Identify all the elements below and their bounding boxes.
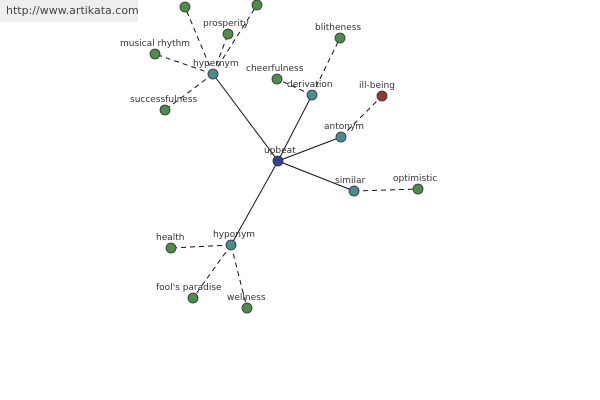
edge-relation-to-term [276, 78, 313, 96]
graph-nodes: upbeat hypernym derivation antonym similar hy… [120, 0, 437, 314]
edge-relation-to-term [154, 53, 214, 75]
term-node-label: blitheness [315, 23, 361, 33]
relation-node-dot[interactable] [348, 185, 360, 197]
term-node-dot[interactable] [251, 0, 263, 11]
term-node-dot[interactable] [179, 1, 191, 13]
term-node[interactable]: fool's paradise [156, 283, 222, 304]
edge-relation-to-term [170, 244, 232, 249]
term-node[interactable]: successfulness [130, 95, 198, 116]
edge-center-to-hyponym [230, 160, 279, 246]
term-node-dot[interactable] [241, 302, 253, 314]
term-node-dot[interactable] [412, 183, 424, 195]
center-node[interactable]: upbeat [264, 146, 296, 167]
term-node-dot[interactable] [271, 73, 283, 85]
term-node[interactable]: prosperity [203, 19, 249, 40]
watermark-link[interactable]: http://www.artikata.com [0, 0, 139, 22]
relation-node[interactable]: similar [335, 176, 365, 197]
term-node[interactable]: ill-being [359, 81, 395, 102]
term-node[interactable]: cheerfulness [246, 64, 304, 85]
term-node-dot[interactable] [187, 292, 199, 304]
edge-relation-to-term [184, 6, 214, 75]
term-node[interactable]: musical rhythm [120, 39, 190, 60]
term-node-label: optimistic [393, 174, 437, 184]
term-node[interactable] [179, 1, 191, 13]
term-node-label: wellness [227, 293, 266, 303]
term-node-label: musical rhythm [120, 39, 190, 49]
relation-node[interactable]: antonym [324, 122, 364, 143]
edge-relation-to-term [311, 37, 341, 96]
term-node-label: prosperity [203, 19, 249, 29]
relation-node-label: antonym [324, 122, 364, 132]
relation-node[interactable]: derivation [287, 80, 333, 101]
term-node[interactable]: blitheness [315, 23, 361, 44]
graph-edges [154, 4, 419, 309]
relation-node-label: hyponym [213, 230, 255, 240]
edge-relation-to-term [230, 244, 248, 309]
edge-relation-to-term [164, 73, 214, 111]
center-node-dot[interactable] [272, 155, 284, 167]
edge-center-to-derivation [277, 94, 313, 162]
center-node-label: upbeat [264, 146, 296, 156]
relation-node-dot[interactable] [306, 89, 318, 101]
term-node-dot[interactable] [159, 104, 171, 116]
term-node[interactable]: health [156, 233, 185, 254]
term-node-label: health [156, 233, 185, 243]
edge-center-to-similar [277, 160, 355, 192]
term-node[interactable] [251, 0, 263, 11]
edge-center-to-hypernym [212, 73, 279, 162]
term-node[interactable]: wellness [227, 293, 266, 314]
term-node-dot[interactable] [334, 32, 346, 44]
relation-node-dot[interactable] [335, 131, 347, 143]
relation-node[interactable]: hyponym [213, 230, 255, 251]
term-node-label: successfulness [130, 95, 198, 105]
edge-relation-to-term [340, 95, 383, 138]
relation-node[interactable]: hypernym [193, 59, 239, 80]
edge-relation-to-term [212, 33, 229, 75]
edge-relation-to-term [212, 4, 258, 75]
edge-relation-to-term [192, 244, 232, 299]
term-node-label: cheerfulness [246, 64, 304, 74]
term-node-label: fool's paradise [156, 283, 222, 293]
relation-node-label: derivation [287, 80, 333, 90]
edge-relation-to-term [353, 188, 419, 192]
term-node-dot[interactable] [222, 28, 234, 40]
term-node[interactable]: optimistic [393, 174, 437, 195]
relation-node-dot[interactable] [225, 239, 237, 251]
term-node-dot[interactable] [149, 48, 161, 60]
relation-node-label: similar [335, 176, 365, 186]
term-node-dot[interactable] [165, 242, 177, 254]
relation-node-label: hypernym [193, 59, 239, 69]
relation-node-dot[interactable] [207, 68, 219, 80]
term-node-dot[interactable] [376, 90, 388, 102]
term-node-label: ill-being [359, 81, 395, 91]
edge-center-to-antonym [277, 136, 342, 162]
